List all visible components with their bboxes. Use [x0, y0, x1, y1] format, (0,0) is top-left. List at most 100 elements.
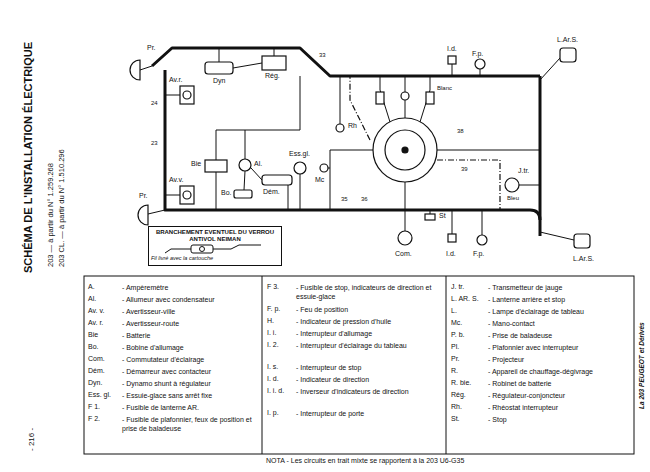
part-label: St — [438, 212, 447, 220]
table-abbreviation: Av. r. — [88, 319, 103, 327]
table-abbreviation: L. — [451, 307, 457, 315]
table-abbreviation: A. — [88, 283, 95, 291]
part-label: Com. — [394, 250, 413, 258]
box-heading: BRANCHEMENT EVENTUEL DU VERROU ANTIVOL N… — [151, 229, 279, 243]
table-description: - Régulateur-conjoncteur — [488, 391, 632, 400]
table-description: - Batterie — [122, 331, 258, 340]
page-title: SCHÉMA DE L'INSTALLATION ÉLECTRIQUE — [22, 41, 35, 274]
table-description: - Bobine d'allumage — [122, 343, 258, 352]
page-caption: La 203 PEUGEOT et Dérivés — [638, 321, 645, 410]
page-caption: - 216 - — [27, 427, 36, 452]
table-description: - Interrupteur de stop — [296, 363, 444, 372]
table-description: - Mano-contact — [488, 319, 632, 328]
table-description: - Indicateur de direction — [296, 375, 444, 384]
table-abbreviation: I. p. — [267, 409, 279, 417]
table-abbreviation: I. 2. — [267, 341, 279, 349]
part-label: Rég. — [264, 72, 281, 80]
table-abbreviation: H. — [267, 317, 274, 325]
part-label: Dyn — [212, 77, 226, 85]
table-description: - Transmetteur de jauge — [488, 283, 632, 292]
table-abbreviation: Dyn. — [88, 379, 102, 387]
table-description: - Lanterne arrière et stop — [488, 295, 632, 304]
table-description: - Appareil de chauffage-dégivrage — [488, 367, 632, 376]
table-abbreviation: Dém. — [88, 367, 105, 375]
part-label: Rh — [347, 122, 358, 130]
part-label: F.p. — [472, 250, 485, 258]
part-label: Dém. — [262, 188, 281, 196]
table-abbreviation: F 2. — [88, 415, 100, 423]
table-abbreviation: R. bie. — [451, 379, 471, 387]
table-abbreviation: Ess. gl. — [88, 391, 111, 399]
table-description: - Interrupteur d'éclairage du tableau — [296, 341, 444, 350]
table-abbreviation: F 3. — [267, 283, 279, 291]
table-abbreviation: Mc. — [451, 319, 462, 327]
table-abbreviation: Rég. — [451, 391, 466, 399]
table-description: - Fusible de plafonnier, feux de positio… — [122, 415, 258, 433]
callout-number: 38 — [456, 128, 465, 135]
table-abbreviation: Bo. — [88, 343, 99, 351]
table-abbreviation: I. s. — [267, 363, 278, 371]
lock-box: BRANCHEMENT EVENTUEL DU VERROU ANTIVOL N… — [148, 226, 282, 266]
table-description: - Inverseur d'indicateurs de direction — [296, 387, 444, 396]
part-label: Mc — [314, 176, 325, 184]
table-description: - Commutateur d'éclairage — [122, 355, 258, 364]
table-description: - Rhéostat interrupteur — [488, 403, 632, 412]
part-label: L.Ar.S. — [556, 36, 579, 44]
table-description: - Interrupteur de porte — [296, 409, 444, 418]
table-abbreviation: I. i. — [267, 329, 276, 337]
part-label: Bo. — [220, 189, 233, 197]
table-description: - Prise de baladeuse — [488, 331, 632, 340]
page-caption: 203 — à partir du N° 1.259.268 — [47, 162, 56, 268]
part-label: F.p. — [471, 50, 484, 58]
table-abbreviation: L. AR. S. — [451, 295, 479, 303]
callout-number: 33 — [318, 52, 327, 59]
table-description: - Avertisseur-route — [122, 319, 258, 328]
callout-number: 24 — [150, 100, 159, 107]
table-description: - Robinet de batterie — [488, 379, 632, 388]
lock-sketch — [151, 243, 277, 255]
table-abbreviation: Rh. — [451, 403, 462, 411]
table-description: - Essuie-glace sans arrêt fixe — [122, 391, 258, 400]
callout-number: 36 — [360, 196, 369, 203]
box-note: Fil livré avec la cartouche — [151, 255, 279, 262]
table-description: - Interrupteur d'allumage — [296, 329, 444, 338]
table-abbreviation: Com. — [88, 355, 105, 363]
table-description: - Ampèremètre — [122, 283, 258, 292]
table-description: - Feu de position — [296, 305, 444, 314]
callout-number: 39 — [460, 166, 469, 173]
part-label: L.Ar.S. — [572, 255, 595, 263]
part-label: Pr. — [138, 192, 149, 200]
part-label: I.d. — [445, 250, 457, 258]
table-abbreviation: Av. v. — [88, 307, 104, 315]
note-text: NOTA - Les circuits en trait mixte se ra… — [266, 457, 464, 465]
callout-number: Blanc — [436, 85, 453, 92]
part-label: Av.v. — [168, 176, 184, 184]
callout-number: 23 — [150, 140, 159, 147]
callout-number: Bleu — [506, 195, 520, 202]
page-caption: 203 CL. — à partir du N° 1.510.296 — [58, 148, 67, 268]
table-abbreviation: Al. — [88, 295, 96, 303]
part-label: I.d. — [446, 45, 458, 53]
table-abbreviation: Pr. — [451, 355, 460, 363]
table-abbreviation: J. tr. — [451, 283, 464, 291]
part-label: Al. — [253, 160, 263, 168]
table-description: - Dynamo shunt à régulateur — [122, 379, 258, 388]
part-label: Av.r. — [168, 76, 183, 84]
table-description: - Plafonnier avec interrupteur — [488, 343, 632, 352]
table-description: - Allumeur avec condensateur — [122, 295, 258, 304]
table-abbreviation: Pl. — [451, 343, 459, 351]
table-description: - Projecteur — [488, 355, 632, 364]
table-description: - Avertisseur-ville — [122, 307, 258, 316]
table-description: - Fusible de lanterne AR. — [122, 403, 258, 412]
part-label: J.tr. — [517, 167, 530, 175]
table-description: - Lampe d'éclairage de tableau — [488, 307, 632, 316]
callout-number: 35 — [340, 196, 349, 203]
table-description: - Stop — [488, 415, 632, 424]
part-label: Pr. — [146, 44, 157, 52]
table-abbreviation: I. i. d. — [267, 387, 284, 395]
table-abbreviation: P. b. — [451, 331, 465, 339]
table-abbreviation: St. — [451, 415, 460, 423]
table-abbreviation: F. p. — [267, 305, 280, 313]
